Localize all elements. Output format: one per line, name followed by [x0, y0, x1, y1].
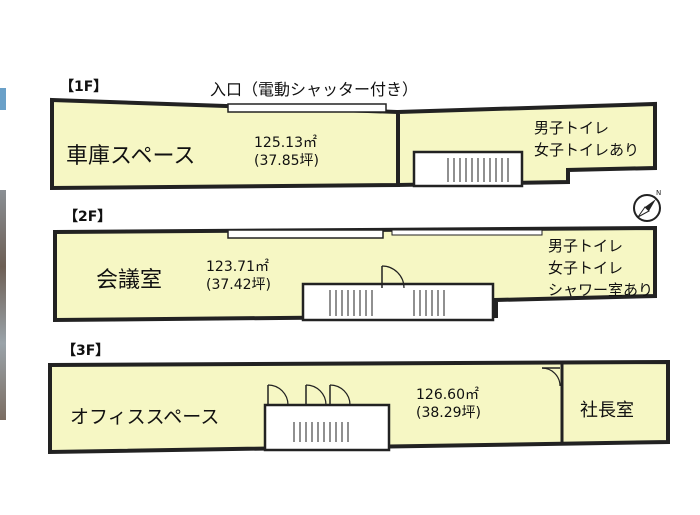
floor-1-entrance-label: 入口（電動シャッター付き）	[210, 80, 419, 99]
floor-3-label: 【3F】	[62, 343, 110, 359]
floor-1-area-m2: 125.13㎡	[254, 135, 317, 151]
floor-3-plan	[48, 359, 670, 455]
floor-1-label: 【1F】	[60, 79, 108, 95]
floor-1-stair-well	[412, 150, 524, 188]
floor-3-door-swing-1	[267, 384, 289, 406]
left-edge-photo-strip	[0, 190, 6, 420]
floor-1-plan	[50, 97, 657, 191]
floor-2-room-name: 会議室	[96, 268, 163, 293]
floor-3-area-tsubo: (38.29坪)	[416, 405, 482, 421]
floor-2-area-tsubo: (37.42坪)	[206, 277, 272, 293]
floor-1-stairs	[447, 158, 509, 182]
floor-2-door-swing	[381, 265, 405, 289]
floor-3-stairs	[293, 422, 349, 442]
floor-2-window-strip-right	[391, 229, 543, 236]
floor-3-area-m2: 126.60㎡	[416, 387, 479, 403]
floor-2-note-1: 男子トイレ	[548, 237, 624, 255]
floor-2-outline	[53, 225, 657, 323]
floor-1-room-name: 車庫スペース	[66, 144, 196, 169]
floor-2-window-strip	[227, 229, 384, 239]
floor-2-label: 【2F】	[64, 209, 112, 225]
floor-3-room-name: オフィススペース	[70, 406, 220, 428]
floor-1-entrance-opening	[227, 103, 387, 113]
floor-2-stairs	[329, 290, 445, 316]
svg-text:N: N	[656, 189, 661, 197]
floor-2-note-2: 女子トイレ	[548, 259, 624, 277]
floor-3-door-swing-3	[329, 384, 351, 406]
floor-1-toilet-note-2: 女子トイレあり	[534, 141, 640, 159]
floor-3-stair-well	[263, 403, 391, 452]
north-arrow-icon: N	[633, 189, 661, 222]
floor-2-note-3: シャワー室あり	[548, 281, 654, 299]
floor-2-stair-well	[301, 282, 495, 322]
floor-2-area-m2: 123.71㎡	[206, 259, 269, 275]
floor-2-plan	[53, 225, 657, 323]
floor-3-president-room: 社長室	[580, 400, 634, 421]
floor-3-door-swing-2	[305, 384, 327, 406]
floor-1-area-tsubo: (37.85坪)	[254, 153, 320, 169]
floor-1-toilet-note-1: 男子トイレ	[534, 119, 610, 137]
left-edge-photo-strip	[0, 88, 6, 110]
